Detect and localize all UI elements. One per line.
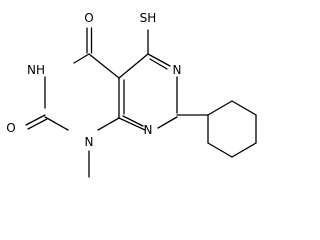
bond-n8-c8a-b	[122, 115, 144, 127]
bond-cy5-cy6	[207, 142, 233, 158]
atom-n-methyl: N	[85, 135, 94, 149]
bond-c5-n6-a	[147, 53, 171, 67]
bond-c7-n8	[157, 116, 178, 129]
atom-n-upper-right: N	[173, 63, 182, 77]
atom-nh: NH	[27, 63, 45, 77]
bond-c2-o2-a	[25, 114, 46, 126]
chemical-structure-diagram: O SH NH N O N N	[6, 11, 257, 178]
atom-o-left: O	[6, 121, 15, 135]
bond-c4-n3	[73, 53, 90, 64]
bond-n1-c8a	[97, 117, 120, 131]
atom-o-top: O	[84, 11, 93, 25]
bond-c2-n1	[44, 116, 69, 131]
bond-cy1-cy2	[207, 100, 233, 116]
bond-cy2-cy3	[231, 100, 257, 116]
atom-n-lower-right: N	[144, 123, 153, 137]
atom-sh: SH	[140, 11, 157, 25]
bond-cy4-cy5	[231, 142, 257, 158]
bond-c2-o2-b	[27, 118, 48, 130]
bond-c4a-c4	[88, 53, 120, 79]
bond-n8-c8a-a	[118, 117, 146, 131]
bond-c5-n6-b	[149, 58, 168, 70]
bond-c4a-c5	[118, 53, 149, 79]
